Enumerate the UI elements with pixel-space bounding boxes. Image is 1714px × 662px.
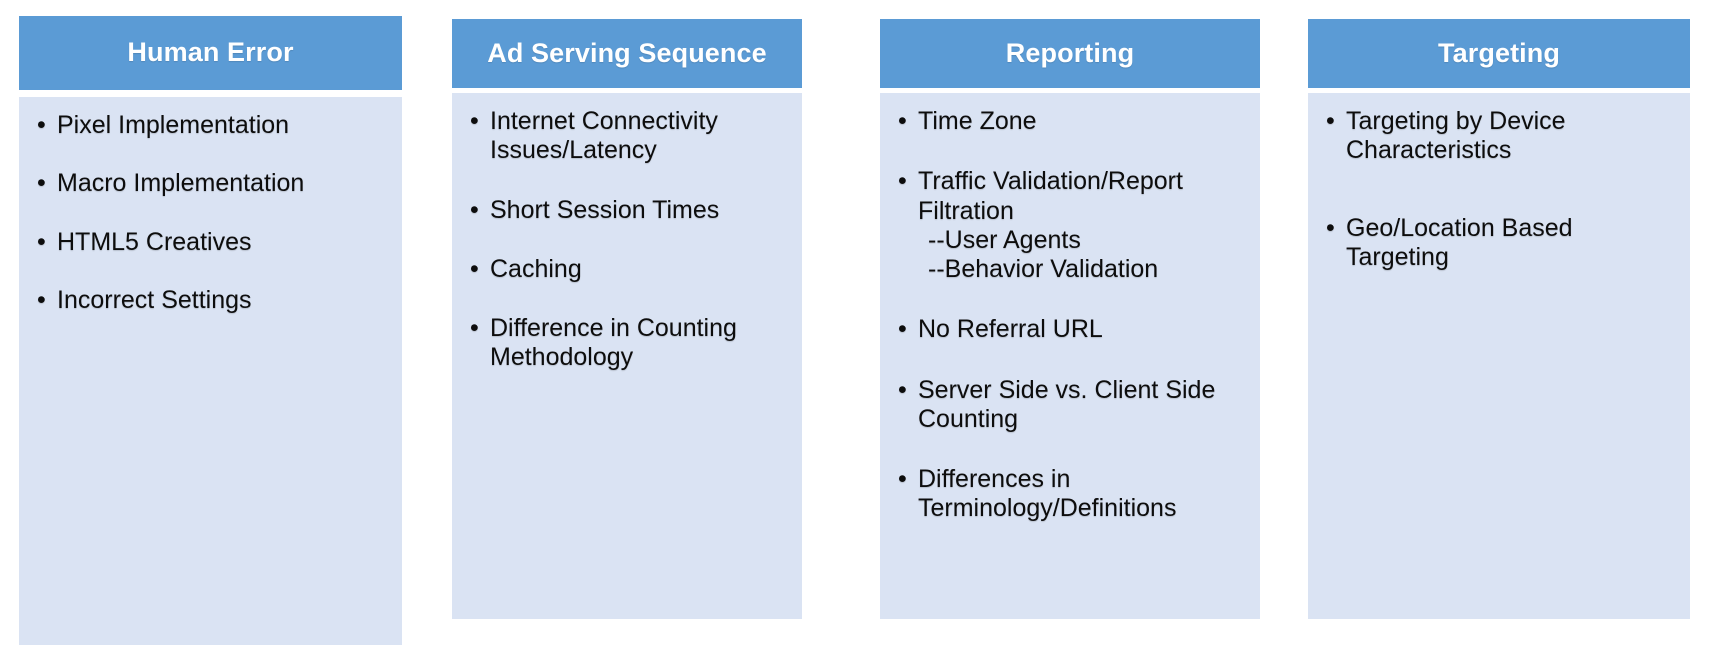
list-item-label: Pixel Implementation (57, 111, 290, 139)
list-item: • Geo/Location Based Targeting (1324, 214, 1676, 273)
column-body-targeting: • Targeting by Device Characteristics • Geo… (1308, 93, 1690, 619)
list-item-label: Difference in Counting Methodology (490, 314, 737, 372)
sub-list-item: --User Agents (928, 225, 1081, 254)
bullet-dot-icon: • (898, 465, 907, 493)
bullet-dot-icon: • (898, 167, 907, 196)
list-item: • Macro Implementation (35, 169, 388, 198)
list-item: • Difference in Counting Methodology (468, 314, 788, 373)
list-item: • Caching (468, 255, 788, 284)
list-item-label: Traffic Validation/Report Filtration (918, 167, 1183, 225)
list-item: • Server Side vs. Client Side Counting (896, 376, 1246, 435)
column-title: Targeting (1438, 37, 1560, 68)
list-item: • No Referral URL (896, 315, 1246, 344)
list-item-label: Geo/Location Based Targeting (1346, 213, 1573, 271)
list-item-label: Caching (490, 254, 582, 283)
list-item-label: Time Zone (918, 107, 1037, 135)
list-item-label: Incorrect Settings (57, 285, 252, 314)
bullet-dot-icon: • (1326, 107, 1335, 135)
list-item: • HTML5 Creatives (35, 228, 388, 257)
bullet-dot-icon: • (470, 107, 479, 135)
list-item-label: Differences in Terminology/Definitions (918, 465, 1177, 523)
bullet-dot-icon: • (898, 315, 907, 344)
list-item-label: HTML5 Creatives (57, 227, 252, 256)
list-item: • Short Session Times (468, 196, 788, 225)
column-reporting: Reporting • Time Zone • Traffic Validation/R… (880, 19, 1260, 619)
bullet-list: • Internet Connectivity Issues/Latency • Sh… (468, 107, 788, 373)
column-title: Ad Serving Sequence (487, 37, 767, 68)
column-header-targeting: Targeting (1308, 19, 1690, 88)
column-human-error: Human Error • Pixel Implementation • Macro I… (19, 16, 402, 645)
list-item: • Time Zone (896, 107, 1246, 136)
bullet-list: • Targeting by Device Characteristics • Geo… (1324, 107, 1676, 272)
bullet-dot-icon: • (898, 375, 907, 404)
column-targeting: Targeting • Targeting by Device Characteri… (1308, 19, 1690, 619)
list-item: • Differences in Terminology/Definitions (896, 465, 1246, 524)
bullet-dot-icon: • (470, 254, 479, 283)
bullet-list: • Time Zone • Traffic Validation/Report Fil… (896, 107, 1246, 524)
list-item: • Internet Connectivity Issues/Latency (468, 107, 788, 166)
bullet-dot-icon: • (1326, 213, 1335, 242)
bullet-dot-icon: • (37, 111, 46, 139)
bullet-dot-icon: • (470, 195, 479, 224)
sub-list-item: --Behavior Validation (928, 255, 1159, 283)
bullet-dot-icon: • (37, 169, 46, 198)
column-header-human-error: Human Error (19, 16, 402, 90)
sub-list: --User Agents--Behavior Validation (918, 226, 1246, 285)
list-item: • Incorrect Settings (35, 286, 388, 315)
column-ad-serving-sequence: Ad Serving Sequence • Internet Connectivit… (452, 19, 802, 619)
list-item-label: Targeting by Device Characteristics (1346, 107, 1566, 165)
list-item-label: Macro Implementation (57, 169, 305, 198)
list-item: • Targeting by Device Characteristics (1324, 107, 1676, 166)
column-body-human-error: • Pixel Implementation • Macro Implementati… (19, 97, 402, 645)
list-item-label: Server Side vs. Client Side Counting (918, 375, 1216, 433)
bullet-list: • Pixel Implementation • Macro Implementati… (35, 111, 388, 315)
list-item-label: No Referral URL (918, 315, 1103, 344)
column-header-reporting: Reporting (880, 19, 1260, 88)
column-title: Reporting (1005, 37, 1135, 68)
column-title: Human Error (127, 37, 294, 68)
list-item: • Pixel Implementation (35, 111, 388, 140)
bullet-dot-icon: • (37, 285, 46, 314)
list-item: • Traffic Validation/Report Filtration--U… (896, 167, 1246, 284)
bullet-dot-icon: • (470, 314, 479, 342)
bullet-dot-icon: • (898, 107, 907, 135)
column-body-ad-serving-sequence: • Internet Connectivity Issues/Latency • Sh… (452, 93, 802, 619)
list-item-label: Internet Connectivity Issues/Latency (490, 107, 718, 165)
list-item-label: Short Session Times (490, 195, 720, 224)
column-body-reporting: • Time Zone • Traffic Validation/Report Fil… (880, 93, 1260, 619)
column-header-ad-serving-sequence: Ad Serving Sequence (452, 19, 802, 88)
bullet-dot-icon: • (37, 227, 46, 256)
